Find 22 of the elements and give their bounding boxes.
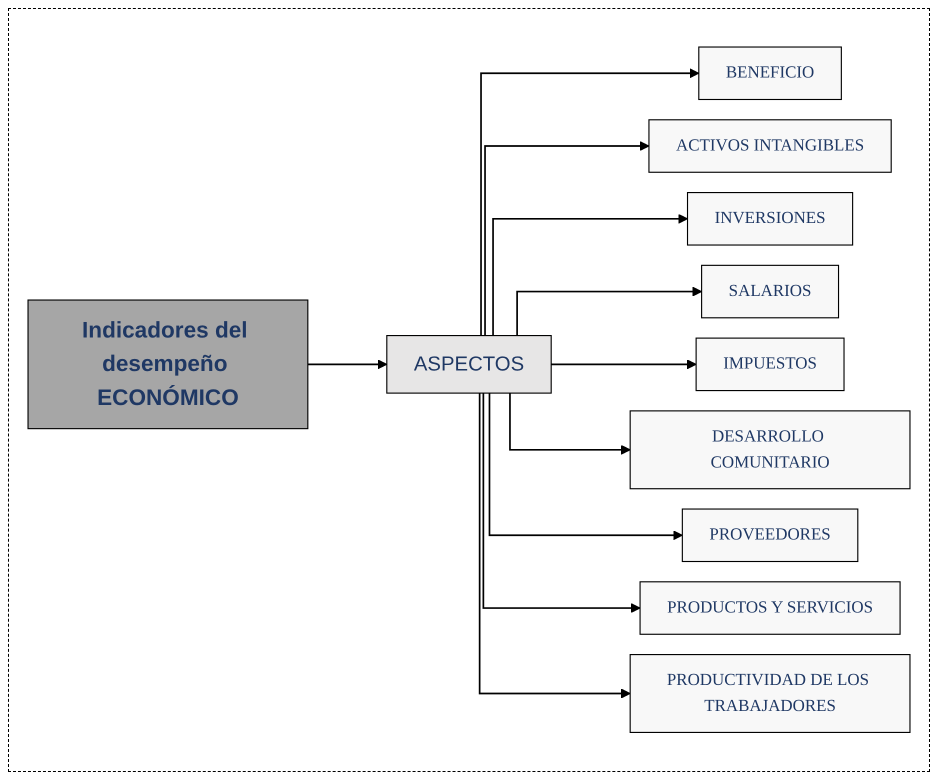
node-box (682, 508, 858, 562)
node-box (27, 300, 308, 430)
arrow (478, 393, 631, 699)
arrow (516, 286, 702, 336)
node-box (630, 654, 911, 734)
arrow (488, 393, 683, 540)
arrow (480, 68, 700, 336)
node-box (648, 120, 892, 174)
node-box (701, 265, 840, 319)
node-box (696, 338, 845, 392)
arrow (492, 214, 688, 336)
arrow (509, 393, 631, 456)
node-box (698, 46, 842, 100)
node-box (686, 192, 854, 246)
arrow (550, 360, 697, 370)
arrow (482, 393, 641, 614)
node-box (640, 582, 901, 636)
arrow (306, 360, 388, 370)
flowchart: Indicadores del desempeño ECONÓMICO ASPECTOS BENEFICIO ACTIVOS INTANGIBLES INVERSIONES SALARIOS IMPUESTOS DESARROLLO COMUNITARIO PROVEEDORES PRODUCTOS Y SERVICIOS PRODUCTIVIDAD DE LOS TRABAJADORES (19, 38, 919, 742)
node-box (630, 410, 911, 490)
arrow (484, 141, 650, 336)
node-box (386, 335, 552, 394)
